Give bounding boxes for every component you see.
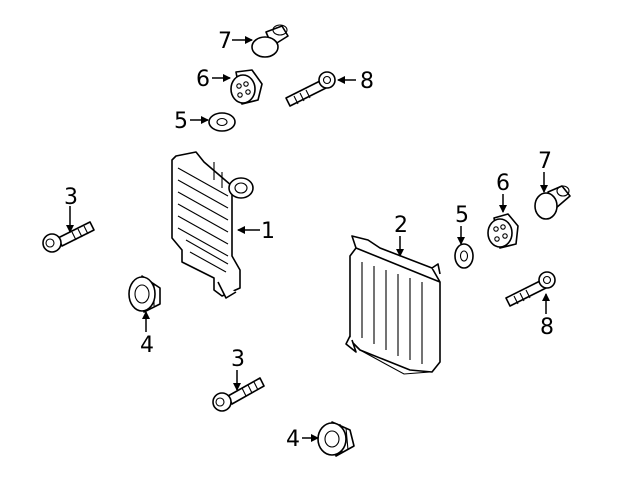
callout-labels: 1 2 3 3 4 4 5 5 6 6 7 7 8 8 <box>64 29 554 452</box>
callout-6-top: 6 <box>196 67 210 92</box>
callout-8-top: 8 <box>360 69 374 94</box>
callout-8-right: 8 <box>540 315 554 340</box>
radiator-left <box>171 151 254 299</box>
bolt-right <box>505 271 556 307</box>
bolt-bottom <box>212 377 265 412</box>
screw-top <box>251 24 289 58</box>
mount-bottom <box>317 421 355 457</box>
radiator-right <box>345 235 441 375</box>
screw-right <box>534 185 571 220</box>
callout-1: 1 <box>261 219 275 244</box>
callout-4-bottom: 4 <box>286 427 300 452</box>
mount-left <box>128 275 161 313</box>
leader-arrows <box>66 36 550 442</box>
callout-7-right: 7 <box>538 149 552 174</box>
callout-2: 2 <box>394 213 408 238</box>
callout-3-bottom: 3 <box>231 347 245 372</box>
washer-right <box>454 243 474 269</box>
callout-5-right: 5 <box>455 203 469 228</box>
bolt-top <box>285 71 336 107</box>
callout-7-top: 7 <box>218 29 232 54</box>
callout-5-top: 5 <box>174 109 188 134</box>
callout-3-left: 3 <box>64 185 78 210</box>
callout-6-right: 6 <box>496 171 510 196</box>
callout-4-left: 4 <box>140 333 154 358</box>
grommet-right <box>487 213 519 249</box>
bolt-left <box>42 221 95 253</box>
grommet-top <box>230 69 263 105</box>
washer-top <box>208 112 236 132</box>
